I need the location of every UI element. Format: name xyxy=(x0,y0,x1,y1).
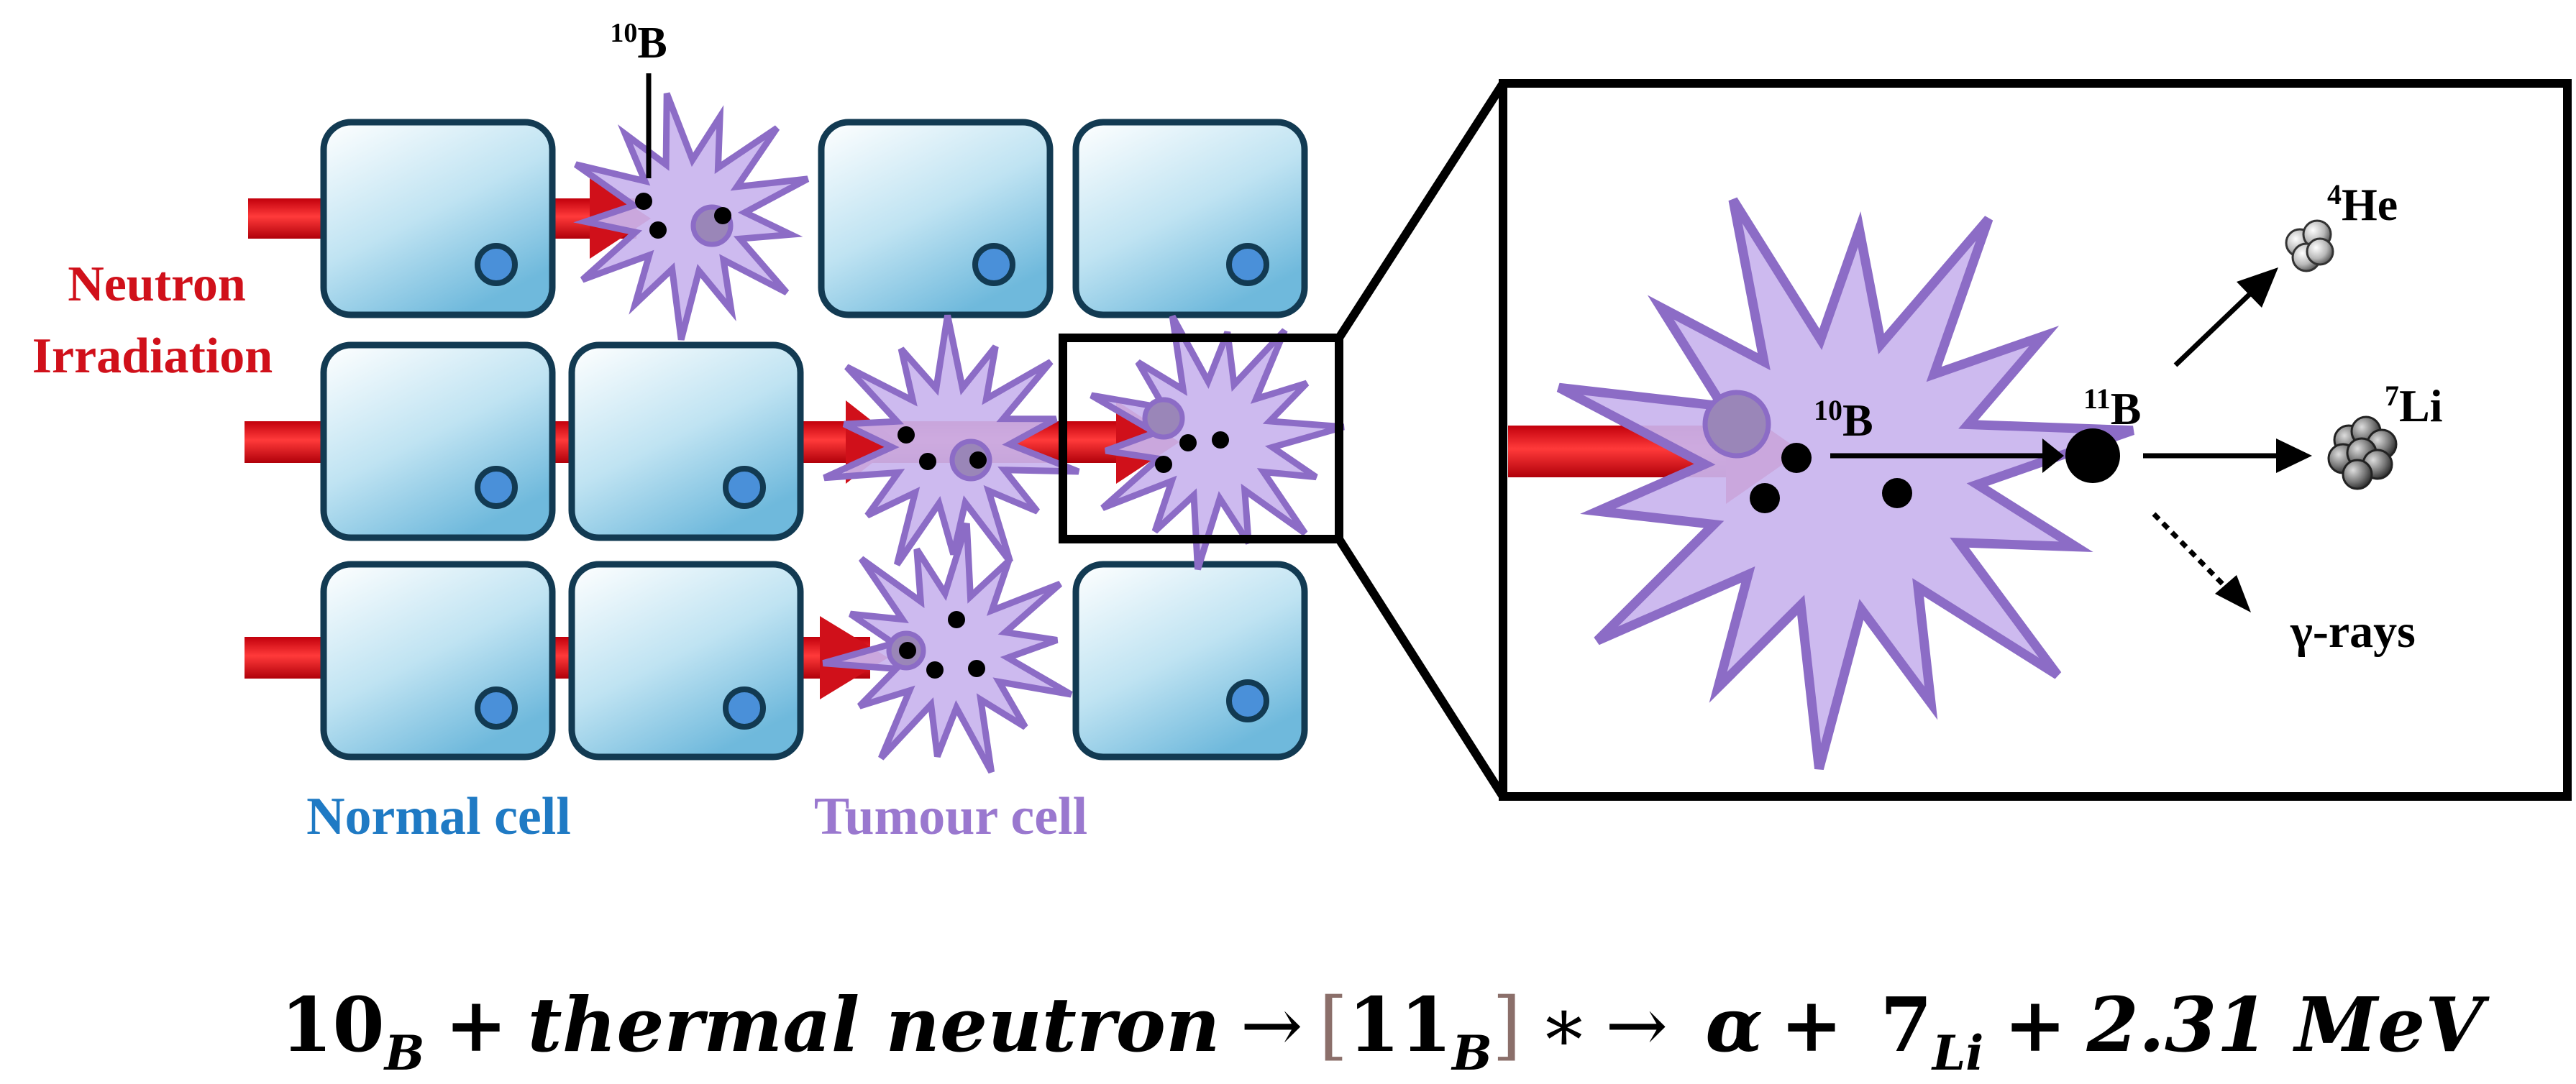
normal-cell xyxy=(1072,119,1308,318)
boron10-atom xyxy=(948,611,965,628)
normal-cell xyxy=(818,119,1054,318)
neutron-irradiation-label-line2: Irradiation xyxy=(32,329,273,384)
boron10-atom xyxy=(899,642,916,659)
helium4-label: 4He xyxy=(2327,178,2398,230)
zoom-connector-bottom xyxy=(1335,536,1507,799)
normal-cell xyxy=(568,341,804,541)
normal-cell xyxy=(1072,561,1308,761)
boron11-atom xyxy=(2065,428,2120,483)
boron11-label: 11B xyxy=(2083,382,2141,434)
tumour-cell xyxy=(1556,197,2134,770)
boron10-label-zoom: 10B xyxy=(1814,394,1873,446)
boron10-label-grid: 10B xyxy=(610,18,667,68)
tumour-cell xyxy=(1090,314,1345,571)
boron10-atom xyxy=(1212,431,1229,449)
gamma-emission-arrowhead xyxy=(2215,575,2251,612)
zoom-selection-box xyxy=(1059,334,1343,543)
boron10-atom xyxy=(1179,434,1197,451)
lithium7-nucleus xyxy=(2327,415,2398,490)
helium4-nucleus xyxy=(2285,219,2334,272)
lithium-emission-arrowhead xyxy=(2276,438,2312,473)
boron10-atom xyxy=(926,661,944,679)
tumour-cell xyxy=(823,314,1080,566)
boron10-atom xyxy=(969,451,987,469)
boron10-atom xyxy=(968,660,985,677)
lithium7-label: 7Li xyxy=(2385,380,2442,431)
normal-cell xyxy=(320,341,556,541)
boron10-atom xyxy=(649,221,667,239)
neutron-irradiation-label-line1: Neutron xyxy=(68,257,246,312)
boron10-atom xyxy=(898,426,915,444)
tumour-cell-label: Tumour cell xyxy=(814,787,1087,846)
boron10-atom xyxy=(635,193,652,210)
gamma-rays-label: γ-rays xyxy=(2290,605,2416,658)
boron10-atom xyxy=(714,207,731,224)
zoom-connector-top xyxy=(1335,81,1507,341)
gamma-emission-arrow xyxy=(2152,512,2230,592)
capture-arrowhead xyxy=(2042,438,2064,473)
boron10-atom xyxy=(919,453,936,470)
boron10-atom xyxy=(1882,478,1912,508)
tumour-cell xyxy=(573,92,810,341)
reaction-equation: 10B+thermal neutron→[11B]∗→α+7Li+2.31 Me… xyxy=(280,980,2490,1081)
boron10-atom xyxy=(1155,456,1172,473)
boron10-atom xyxy=(1750,483,1780,513)
tumour-cells xyxy=(573,92,1345,774)
boron10-atom xyxy=(1781,443,1812,473)
alpha-emission-arrow xyxy=(2173,284,2260,367)
normal-cell xyxy=(320,561,556,761)
alpha-emission-arrowhead xyxy=(2237,267,2278,308)
normal-cell xyxy=(320,119,556,318)
tumour-cell xyxy=(822,522,1073,774)
zoom-tumour xyxy=(1556,197,2134,770)
normal-cell-label: Normal cell xyxy=(306,787,571,846)
normal-cell xyxy=(568,561,804,761)
